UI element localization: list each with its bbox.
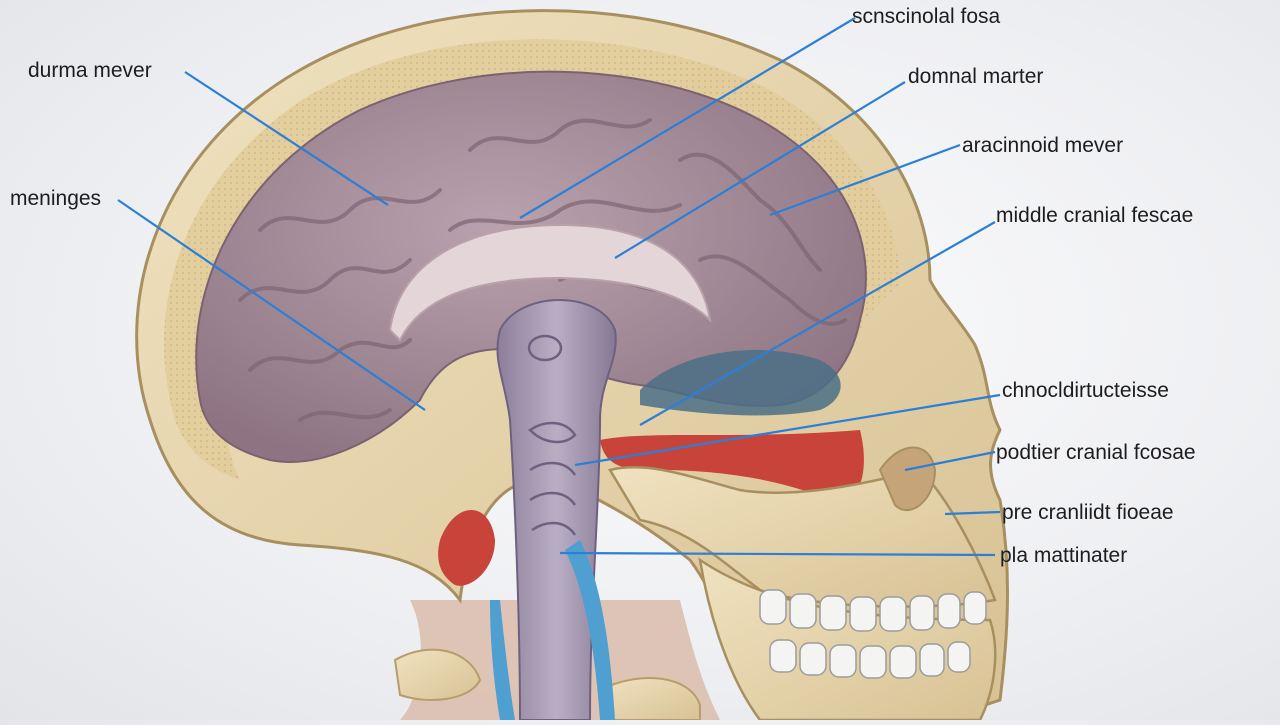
vein-left	[490, 600, 515, 720]
upper-teeth	[759, 589, 987, 632]
vertebra	[393, 648, 482, 701]
leader-podt	[904, 450, 996, 472]
leader-lines	[117, 17, 1001, 557]
leader-meninges	[117, 199, 426, 411]
label-pre-cranial: pre cranliidt fioeae	[1002, 501, 1174, 524]
leader-pre	[944, 510, 1001, 516]
vein	[565, 540, 615, 720]
leader-chno	[574, 393, 1001, 467]
label-domal-marter: domnal marter	[908, 65, 1044, 88]
artery-posterior	[438, 510, 495, 586]
lower-teeth	[769, 639, 971, 679]
leader-pla	[559, 551, 996, 557]
label-arachnoid: aracinnoid mever	[962, 134, 1124, 157]
artery-sinus	[600, 430, 864, 505]
label-sensc-fossa: scnscinolal fosa	[852, 5, 1001, 28]
brainstem-detail	[527, 334, 577, 536]
label-dura-mater: durma mever	[28, 59, 152, 82]
label-pia-mater: pla mattinater	[1000, 544, 1128, 567]
label-meninges: meninges	[10, 187, 102, 210]
label-podtier-cranial: podtier cranial fcosae	[996, 441, 1196, 464]
leader-arach	[769, 143, 961, 217]
label-middle-cranial: middle cranial fescae	[996, 204, 1194, 227]
corpus-callosum	[388, 223, 712, 342]
label-chno: chnocldirtucteisse	[1002, 379, 1169, 402]
vertebra-lower	[598, 677, 701, 721]
leader-sensc	[519, 17, 856, 219]
leader-middle	[639, 221, 996, 426]
cerebellum	[640, 350, 841, 416]
leader-dura	[184, 71, 389, 206]
orbit	[878, 446, 937, 511]
leader-domal	[614, 81, 906, 259]
